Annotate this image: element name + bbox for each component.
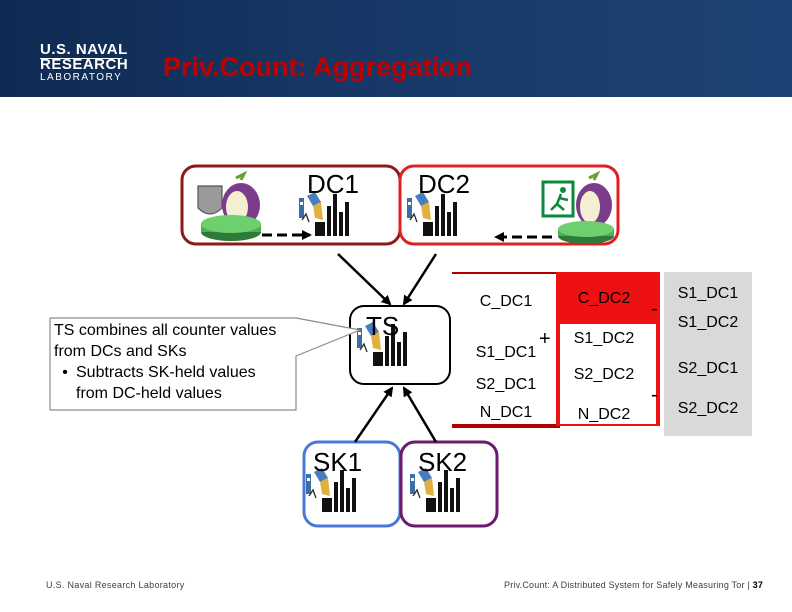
callout-bullet: •: [62, 364, 68, 381]
dc1-shield-icon: [197, 185, 223, 215]
footer-organization: U.S. Naval Research Laboratory: [46, 580, 185, 590]
dc2-value-n: N_DC2: [577, 406, 631, 423]
minus-operator-1: -: [651, 298, 658, 320]
footer-title: Priv.Count: A Distributed System for Saf…: [504, 580, 763, 590]
logo-line-1: U.S. NAVAL: [40, 41, 128, 58]
dc1-label: DC1: [307, 169, 360, 199]
callout-bullet-row: • Subtracts SK-held values from DC-held …: [54, 362, 286, 404]
dc2-onion-icon: [576, 170, 612, 227]
sk1-to-ts-arrow: [353, 386, 394, 443]
sk2-to-ts-arrow: [402, 386, 438, 443]
dc2-to-ts-arrow: [402, 253, 438, 306]
sk2-box: [399, 440, 499, 528]
dc2-box: [398, 164, 620, 246]
sk-value-s1-dc2: S1_DC2: [677, 314, 739, 331]
dc2-router-icon: [558, 221, 614, 244]
dc2-value-s1: S1_DC2: [573, 330, 635, 347]
footer-talk-title: Priv.Count: A Distributed System for Saf…: [504, 580, 750, 590]
dc1-value-n: N_DC1: [479, 404, 533, 421]
ts-box: [349, 305, 451, 385]
dc1-router-icon: [201, 215, 261, 241]
sk-value-s1-dc1: S1_DC1: [677, 285, 739, 302]
slide-title: Priv.Count: Aggregation: [163, 52, 472, 82]
dc2-value-s2: S2_DC2: [573, 366, 635, 383]
ts-label: TS: [366, 311, 400, 341]
sk1-label: SK1: [313, 447, 363, 477]
dc1-value-s1: S1_DC1: [475, 344, 537, 361]
ts-callout-text: TS combines all counter values from DCs …: [54, 320, 286, 404]
page-number: 37: [752, 580, 764, 590]
dc1-value-c: C_DC1: [479, 293, 533, 310]
callout-main-text: TS combines all counter values from DCs …: [54, 322, 277, 360]
dc2-label: DC2: [418, 169, 471, 199]
sk-value-s2-dc1: S2_DC1: [677, 360, 739, 377]
ts-callout-bubble: [49, 317, 363, 411]
dc2-value-c: C_DC2: [577, 290, 631, 307]
sk2-label: SK2: [418, 447, 468, 477]
dc2-values-cells: [560, 324, 656, 424]
dc1-value-s2: S2_DC1: [475, 376, 537, 393]
logo-line-2: RESEARCH: [40, 56, 129, 73]
nrl-logo: U.S. NAVAL RESEARCH LABORATORY: [40, 42, 128, 83]
sk-value-s2-dc2: S2_DC2: [677, 400, 739, 417]
minus-operator-2: -: [651, 384, 658, 406]
plus-operator: +: [539, 328, 551, 350]
logo-line-3: LABORATORY: [40, 72, 123, 83]
dc2-exit-icon: [541, 180, 575, 218]
header-banner: [0, 0, 792, 97]
dc1-to-ts-arrow: [337, 253, 392, 306]
logo-rule: [40, 58, 122, 59]
sk-values-column: [664, 272, 752, 436]
callout-bullet-text: Subtracts SK-held values from DC-held va…: [76, 364, 256, 402]
